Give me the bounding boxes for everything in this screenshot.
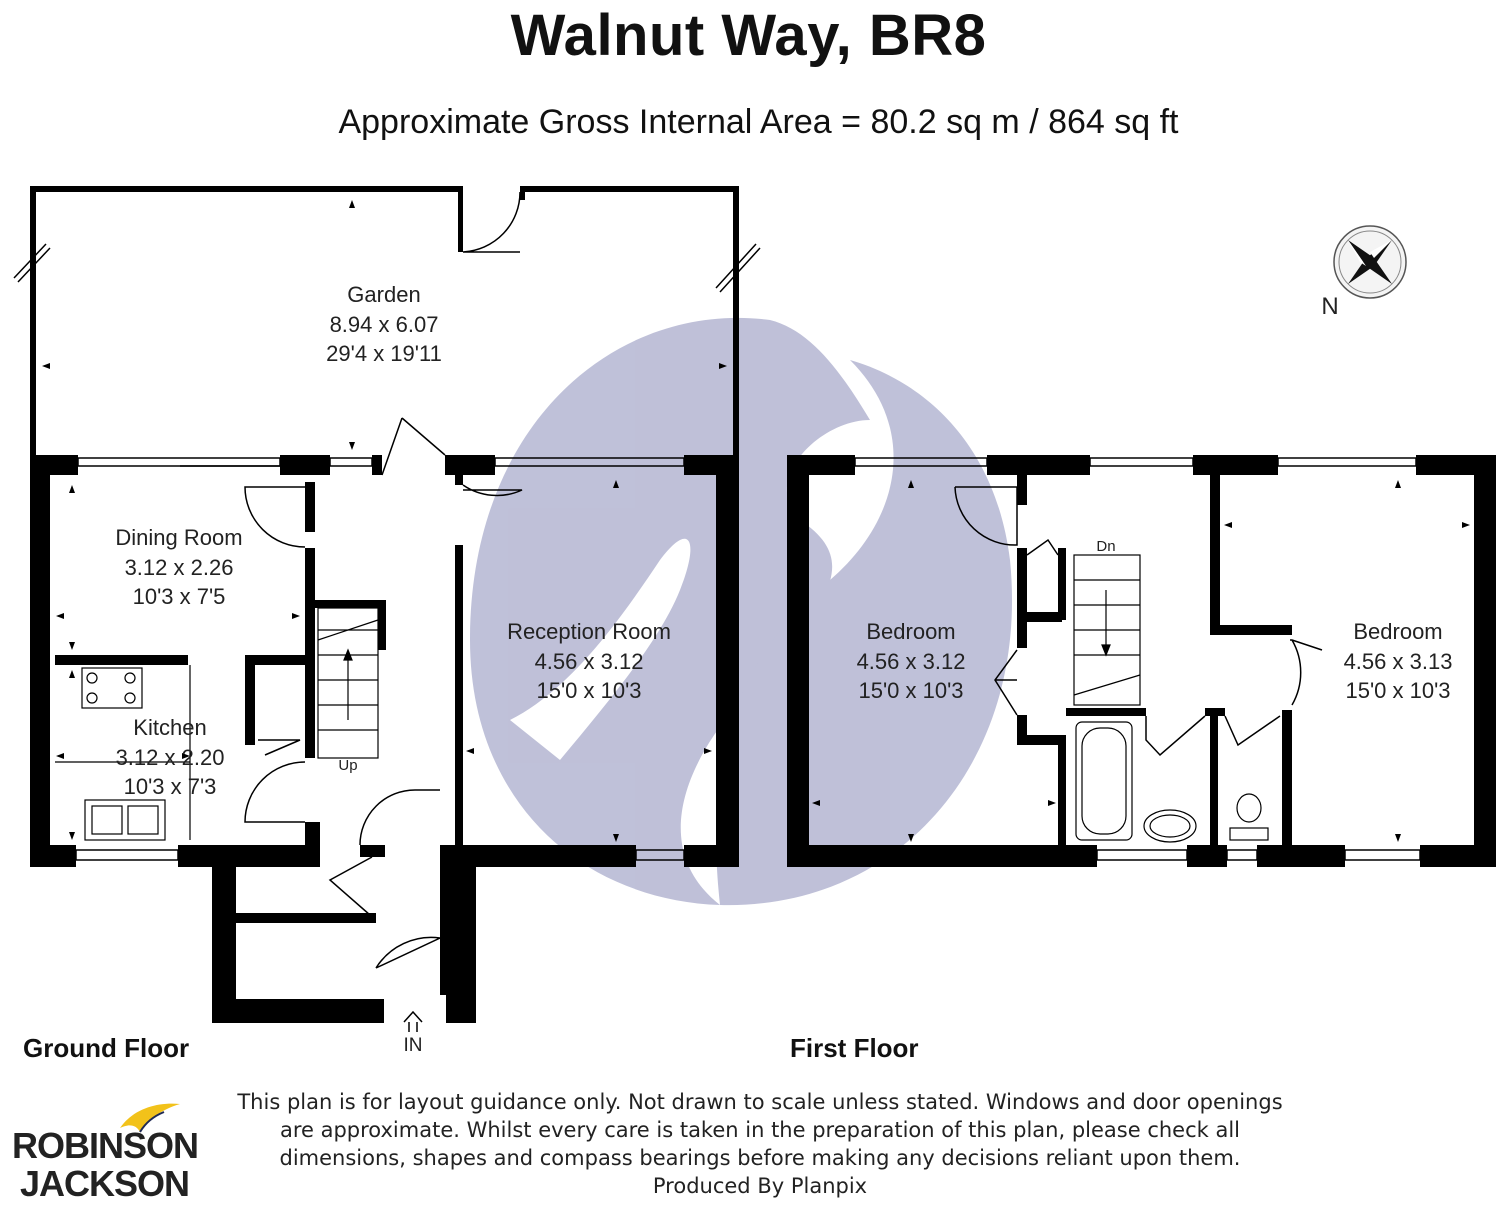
planpix-watermark xyxy=(470,317,1013,906)
dining-metric: 3.12 x 2.26 xyxy=(125,555,234,580)
disclaimer-text: This plan is for layout guidance only. N… xyxy=(230,1088,1290,1200)
entrance-label: IN xyxy=(404,1035,423,1056)
garden-metric: 8.94 x 6.07 xyxy=(330,312,439,337)
first-floor-walls xyxy=(787,455,1496,867)
ground-floor-walls xyxy=(30,455,739,1023)
bedroom2-metric: 4.56 x 3.13 xyxy=(1344,649,1453,674)
logo-line-1: ROBINSON xyxy=(12,1125,198,1166)
first-floor-label: First Floor xyxy=(790,1033,919,1063)
disclaimer-line: Produced By Planpix xyxy=(652,1174,868,1198)
bedroom2-imperial: 15'0 x 10'3 xyxy=(1345,678,1450,703)
north-label: N xyxy=(1321,293,1338,320)
bathroom-fittings xyxy=(1075,721,1269,843)
kitchen-imperial: 10'3 x 7'3 xyxy=(124,774,217,799)
stairs-up-label: Up xyxy=(338,757,357,774)
kitchen-name: Kitchen xyxy=(133,715,206,740)
north-compass-icon xyxy=(1333,225,1407,299)
disclaimer-line: This plan is for layout guidance only. N… xyxy=(237,1090,1283,1114)
reception-imperial: 15'0 x 10'3 xyxy=(536,678,641,703)
dimension-arrows xyxy=(42,200,1470,842)
bedroom1-name: Bedroom xyxy=(866,619,955,644)
garden-gate-swing xyxy=(462,191,521,253)
robinson-jackson-logo: ROBINSON JACKSON xyxy=(12,1103,198,1204)
disclaimer-line: are approximate. Whilst every care is ta… xyxy=(279,1118,1241,1142)
first-floor-doors xyxy=(954,486,1323,757)
dining-imperial: 10'3 x 7'5 xyxy=(133,584,226,609)
garden-boundary xyxy=(30,186,739,456)
disclaimer-line: dimensions, shapes and compass bearings … xyxy=(279,1146,1241,1170)
bedroom1-imperial: 15'0 x 10'3 xyxy=(858,678,963,703)
ground-floor-doors xyxy=(244,417,523,969)
garden-boundary-break-marks xyxy=(13,243,761,293)
kitchen-fittings xyxy=(55,665,191,841)
stairs-ground xyxy=(317,607,379,759)
bedroom1-metric: 4.56 x 3.12 xyxy=(857,649,966,674)
bedroom2-name: Bedroom xyxy=(1353,619,1442,644)
dining-name: Dining Room xyxy=(115,525,242,550)
in-arrow-icon xyxy=(403,1010,423,1032)
logo-line-2: JACKSON xyxy=(20,1163,189,1204)
stairs-first xyxy=(1073,554,1141,706)
ground-floor-label: Ground Floor xyxy=(23,1033,190,1063)
garden-imperial: 29'4 x 19'11 xyxy=(326,341,442,366)
room-labels: Garden 8.94 x 6.07 29'4 x 19'11 Dining R… xyxy=(115,282,1452,1056)
stairs-down-label: Dn xyxy=(1096,538,1115,555)
swallow-bird-icon xyxy=(120,1103,180,1132)
reception-name: Reception Room xyxy=(507,619,671,644)
first-floor-windows xyxy=(854,457,1421,861)
kitchen-metric: 3.12 x 2.20 xyxy=(116,745,225,770)
ground-floor-windows xyxy=(75,457,685,861)
garden-name: Garden xyxy=(347,282,420,307)
plan-title: Walnut Way, BR8 xyxy=(510,3,987,68)
reception-metric: 4.56 x 3.12 xyxy=(535,649,644,674)
gross-area-text: Approximate Gross Internal Area = 80.2 s… xyxy=(338,103,1179,141)
